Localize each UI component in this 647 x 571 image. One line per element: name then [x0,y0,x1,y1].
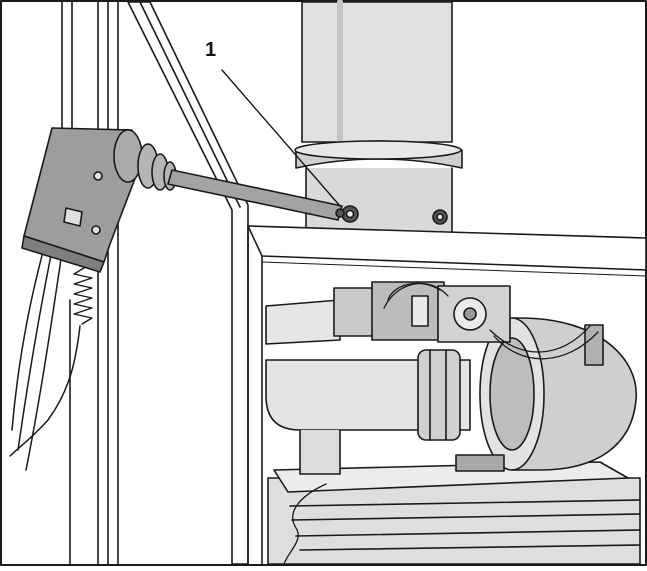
inducer-blower [455,317,637,472]
flue-collar-screw-1 [341,205,359,223]
connector-boot [137,143,177,191]
electrode-cables [9,247,81,471]
valve-wiring [383,282,599,360]
flue-collar-screw-2 [432,209,448,225]
top-panel [247,225,647,565]
flue-pipe [301,0,453,145]
electrode-connector [21,127,143,273]
burner-assembly [267,461,641,565]
cabinet-frame-posts [61,1,119,565]
tool-tip [335,208,345,218]
gas-valve [333,281,511,343]
upper-pipe [265,299,341,345]
vent-pipe [265,349,471,475]
callout-leader-line [221,69,341,207]
callout-number-1: 1 [205,39,217,61]
burner-wire [283,483,327,565]
allen-key-tool [167,169,343,221]
spring-wire [73,267,93,325]
